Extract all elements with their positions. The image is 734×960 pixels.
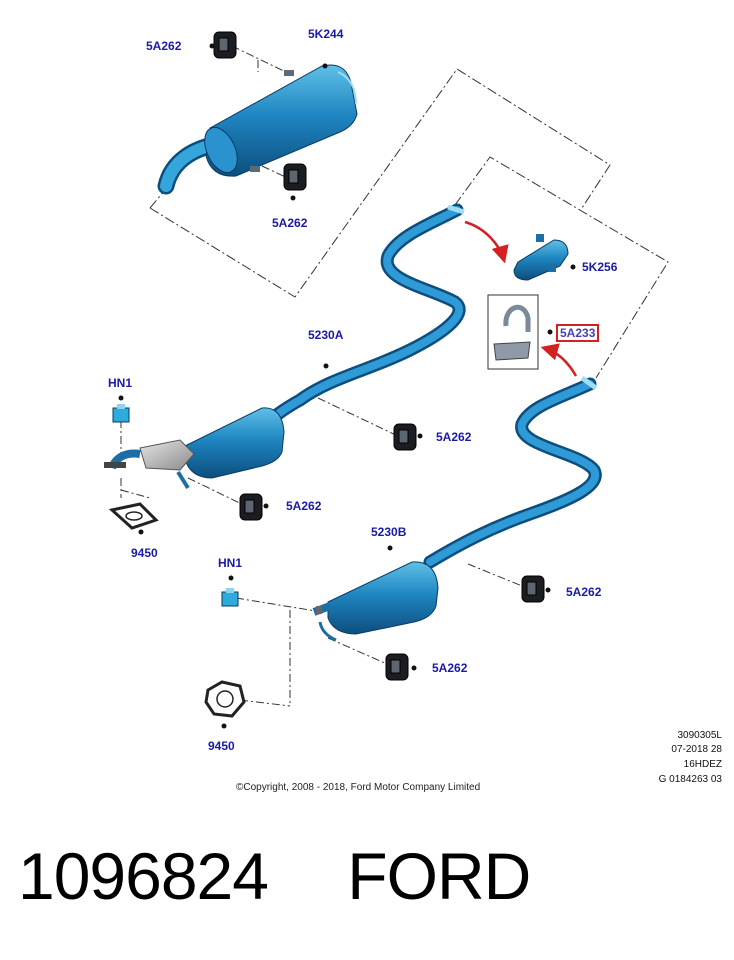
callout-hn1-upper: HN1: [108, 376, 133, 390]
callout-pipe-5230a: 5230A: [308, 328, 344, 342]
hanger-lower-right: [521, 575, 545, 603]
red-arrows: [464, 220, 578, 377]
pipe-5230b: [312, 375, 602, 642]
gaskets: [108, 502, 246, 718]
hanger-mid-left: [239, 493, 263, 521]
hanger-top-left: [213, 31, 237, 59]
hanger-top-lower: [283, 163, 307, 191]
gasket-lower: [204, 680, 246, 718]
exhaust-diagram: [104, 31, 669, 729]
callout-gasket-lower: 9450: [208, 739, 235, 753]
callout-hanger-top-left: 5A262: [146, 39, 182, 53]
reference-line-3: 16HDEZ: [683, 759, 722, 770]
rubber-hangers: [213, 31, 545, 681]
group-frame-clamp: [454, 156, 669, 379]
gasket-upper: [108, 502, 159, 530]
callout-hanger-top-lower: 5A262: [272, 216, 308, 230]
nut-lower: [221, 588, 239, 607]
reference-line-4: G 0184263 03: [658, 774, 722, 785]
reference-line-1: 3090305L: [677, 730, 723, 741]
callout-hanger-lower-center: 5A262: [432, 661, 468, 675]
nut-upper: [112, 404, 130, 423]
brand-name: FORD: [347, 839, 531, 913]
footer-caption: 1096824 FORD: [18, 838, 531, 914]
callout-hanger-mid-left: 5A262: [286, 499, 322, 513]
callout-hn1-lower: HN1: [218, 556, 243, 570]
callout-hanger-lower-right: 5A262: [566, 585, 602, 599]
part-number: 1096824: [18, 839, 269, 913]
hanger-mid-right: [393, 423, 417, 451]
hanger-lower-center: [385, 653, 409, 681]
callout-rear-muffler: 5K244: [308, 27, 344, 41]
clamp-kit-box: [487, 294, 539, 370]
callout-clamp-kit: 5A233: [556, 324, 600, 342]
callout-pipe-5230b: 5230B: [371, 525, 407, 539]
rear-muffler: [157, 64, 358, 195]
callout-hanger-mid-right: 5A262: [436, 430, 472, 444]
callout-dots: [118, 43, 576, 729]
hn1-nuts: [112, 404, 239, 607]
callout-gasket-upper: 9450: [131, 546, 158, 560]
reference-line-2: 07-2018 28: [671, 744, 722, 755]
clamp-sleeve: [513, 234, 569, 281]
copyright-notice: ©Copyright, 2008 - 2018, Ford Motor Comp…: [236, 782, 481, 793]
callout-clamp-sleeve: 5K256: [582, 260, 618, 274]
pipe-5230a: [104, 203, 466, 490]
